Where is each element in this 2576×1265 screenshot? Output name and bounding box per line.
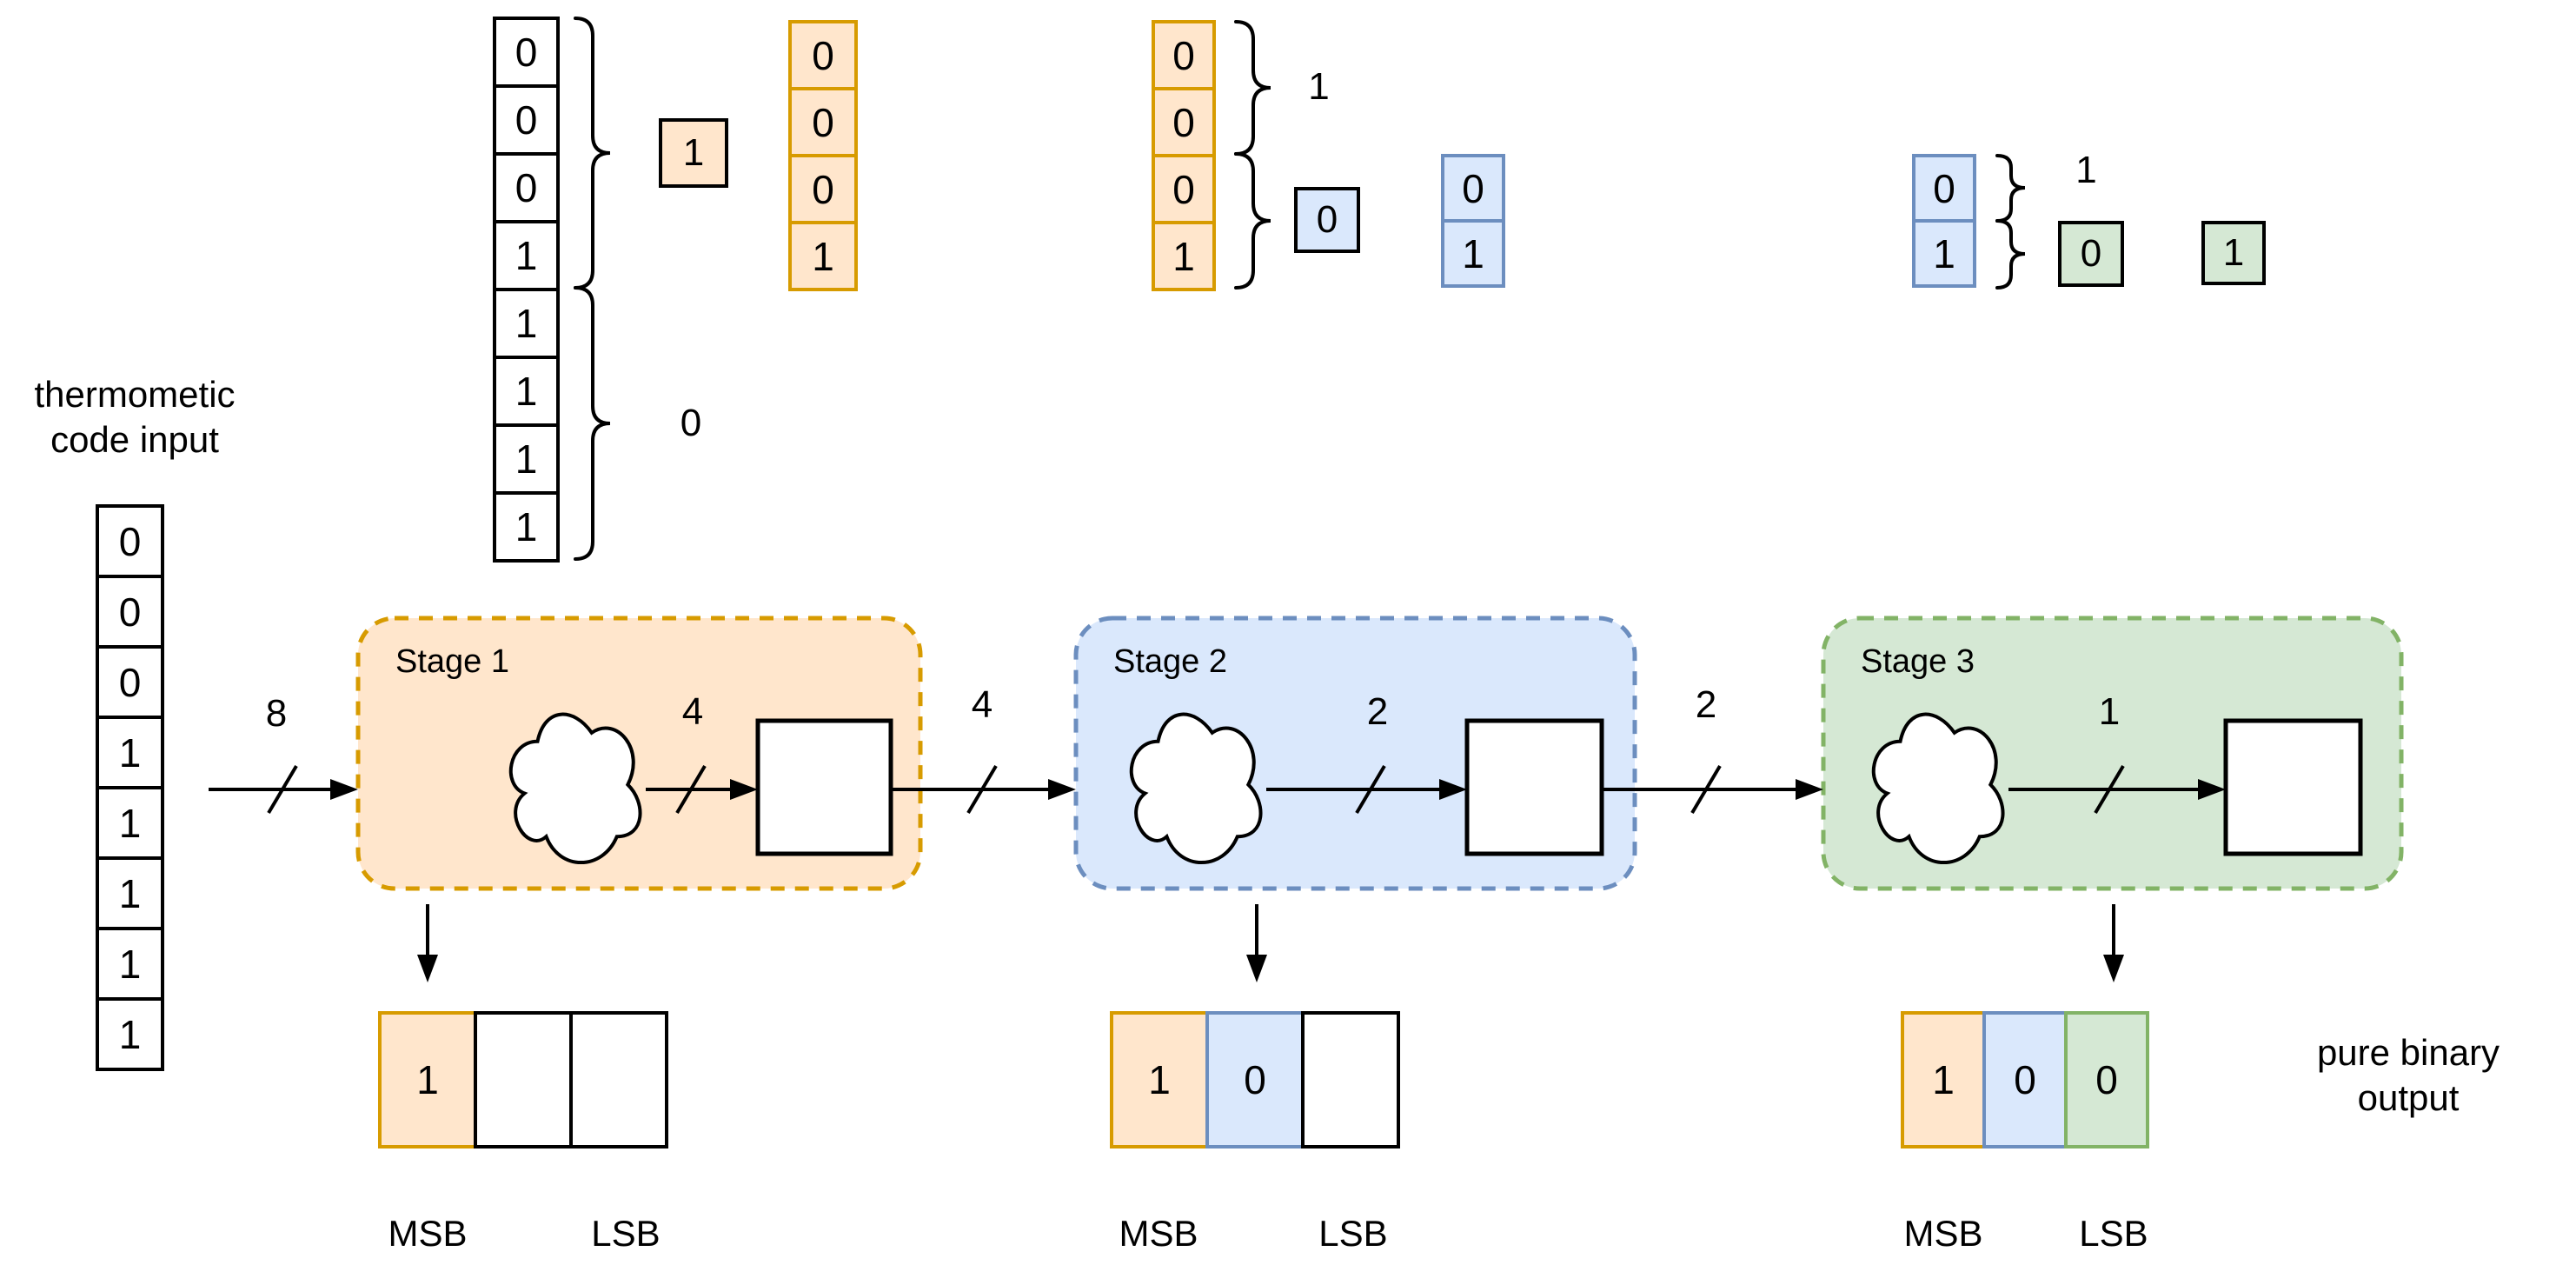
register-cell-mid: 0	[1205, 1011, 1305, 1148]
output-caption-line1: pure binary	[2316, 1032, 2500, 1073]
stage1-msb-label: MSB	[388, 1213, 468, 1254]
stage2-output-bus-label: 2	[1695, 683, 1717, 726]
step1-rejected-bit-label: 0	[680, 402, 702, 444]
bit-cell: 0	[788, 20, 858, 90]
bus-slash-8	[267, 764, 298, 815]
bit-cell: 1	[96, 786, 164, 860]
bit-cell: 1	[96, 716, 164, 789]
input-caption: thermometic code input	[9, 372, 261, 463]
register-cell-mid	[474, 1011, 573, 1148]
step2-lower-brace	[1234, 152, 1271, 290]
braces	[574, 17, 2026, 561]
register-cell-msb: 1	[1901, 1011, 1986, 1148]
step2-source-column: 0 0 0 1	[1152, 20, 1216, 291]
stage1-internal-bus-label: 4	[681, 690, 704, 733]
bus-arrows	[209, 764, 2226, 982]
stage3-lsb-label: LSB	[2079, 1213, 2148, 1254]
step1-selected-bit-box: 1	[659, 118, 728, 188]
step3-source-column: 0 1	[1912, 154, 1976, 288]
register-cell-mid: 0	[1982, 1011, 2068, 1148]
bus-slash-1	[2094, 764, 2125, 815]
bus-slash-4b	[966, 764, 998, 815]
stage3-title: Stage 3	[1861, 643, 1975, 680]
output-caption: pure binary output	[2274, 1030, 2543, 1121]
stage3-output-register: 1 0 0	[1901, 1011, 2149, 1148]
register-cell-lsb	[1301, 1011, 1400, 1148]
stage1-square	[755, 718, 893, 856]
step2-rejected-bit-label: 1	[1308, 65, 1330, 108]
step1-lower-brace	[574, 286, 611, 561]
stage2-internal-bus-label: 2	[1366, 690, 1389, 733]
bus-width-8-label: 8	[265, 692, 288, 735]
bit-cell: 0	[1441, 154, 1505, 223]
step2-selected-bit-box: 0	[1294, 187, 1360, 253]
register-cell-lsb	[569, 1011, 668, 1148]
bit-cell: 0	[96, 645, 164, 719]
step1-result-column: 0 0 0 1	[788, 20, 858, 291]
bit-cell: 1	[493, 423, 560, 495]
bit-cell: 0	[96, 575, 164, 649]
step3-rejected-bit-label: 1	[2075, 149, 2097, 191]
bit-cell: 1	[1152, 221, 1216, 291]
stage1-title: Stage 1	[395, 643, 509, 680]
bit-cell: 0	[493, 84, 560, 156]
bus-slash-2a	[1355, 764, 1386, 815]
stage2-title: Stage 2	[1113, 643, 1227, 680]
stage3-msb-label: MSB	[1903, 1213, 1983, 1254]
bit-cell: 1	[1441, 219, 1505, 288]
stage1-lsb-label: LSB	[591, 1213, 661, 1254]
stage2-lsb-label: LSB	[1318, 1213, 1388, 1254]
bit-cell: 1	[493, 288, 560, 359]
step2-upper-brace	[1234, 20, 1271, 156]
bit-cell: 0	[1152, 20, 1216, 90]
step1-upper-brace	[574, 17, 611, 290]
step3-selected-bit-box: 0	[2058, 221, 2124, 287]
bit-cell: 0	[96, 504, 164, 578]
bit-cell: 1	[1912, 219, 1976, 288]
bit-cell: 0	[1152, 154, 1216, 224]
bit-cell: 1	[493, 491, 560, 563]
step1-source-column: 0 0 0 1 1 1 1 1	[493, 17, 560, 563]
stage2-square	[1464, 718, 1604, 856]
stage1-output-register: 1	[378, 1011, 668, 1148]
step3-result-box: 1	[2201, 221, 2266, 285]
bit-cell: 1	[788, 221, 858, 291]
bit-cell: 0	[1912, 154, 1976, 223]
step2-result-column: 0 1	[1441, 154, 1505, 288]
bit-cell: 0	[493, 17, 560, 88]
output-caption-line2: output	[2357, 1077, 2460, 1118]
stage3-square	[2223, 718, 2363, 856]
bit-cell: 1	[493, 356, 560, 427]
stage3-internal-bus-label: 1	[2098, 690, 2121, 733]
bus-slash-2b	[1690, 764, 1722, 815]
bit-cell: 1	[96, 997, 164, 1071]
stage2-msb-label: MSB	[1119, 1213, 1198, 1254]
bit-cell: 0	[493, 152, 560, 223]
stage1-output-bus-label: 4	[971, 683, 993, 726]
stage2-output-register: 1 0	[1110, 1011, 1400, 1148]
register-cell-msb: 1	[1110, 1011, 1209, 1148]
bit-cell: 0	[788, 87, 858, 157]
step3-upper-brace	[1995, 154, 2026, 223]
register-cell-lsb: 0	[2064, 1011, 2149, 1148]
bit-cell: 1	[96, 927, 164, 1001]
input-caption-line2: code input	[50, 419, 219, 460]
bit-cell: 1	[96, 856, 164, 930]
thermometer-input-column: 0 0 0 1 1 1 1 1	[96, 504, 164, 1071]
bus-slash-4a	[675, 764, 707, 815]
bit-cell: 0	[1152, 87, 1216, 157]
step3-lower-brace	[1995, 219, 2026, 290]
register-cell-msb: 1	[378, 1011, 477, 1148]
bit-cell: 1	[493, 220, 560, 291]
input-caption-line1: thermometic	[34, 374, 236, 415]
bit-cell: 0	[788, 154, 858, 224]
